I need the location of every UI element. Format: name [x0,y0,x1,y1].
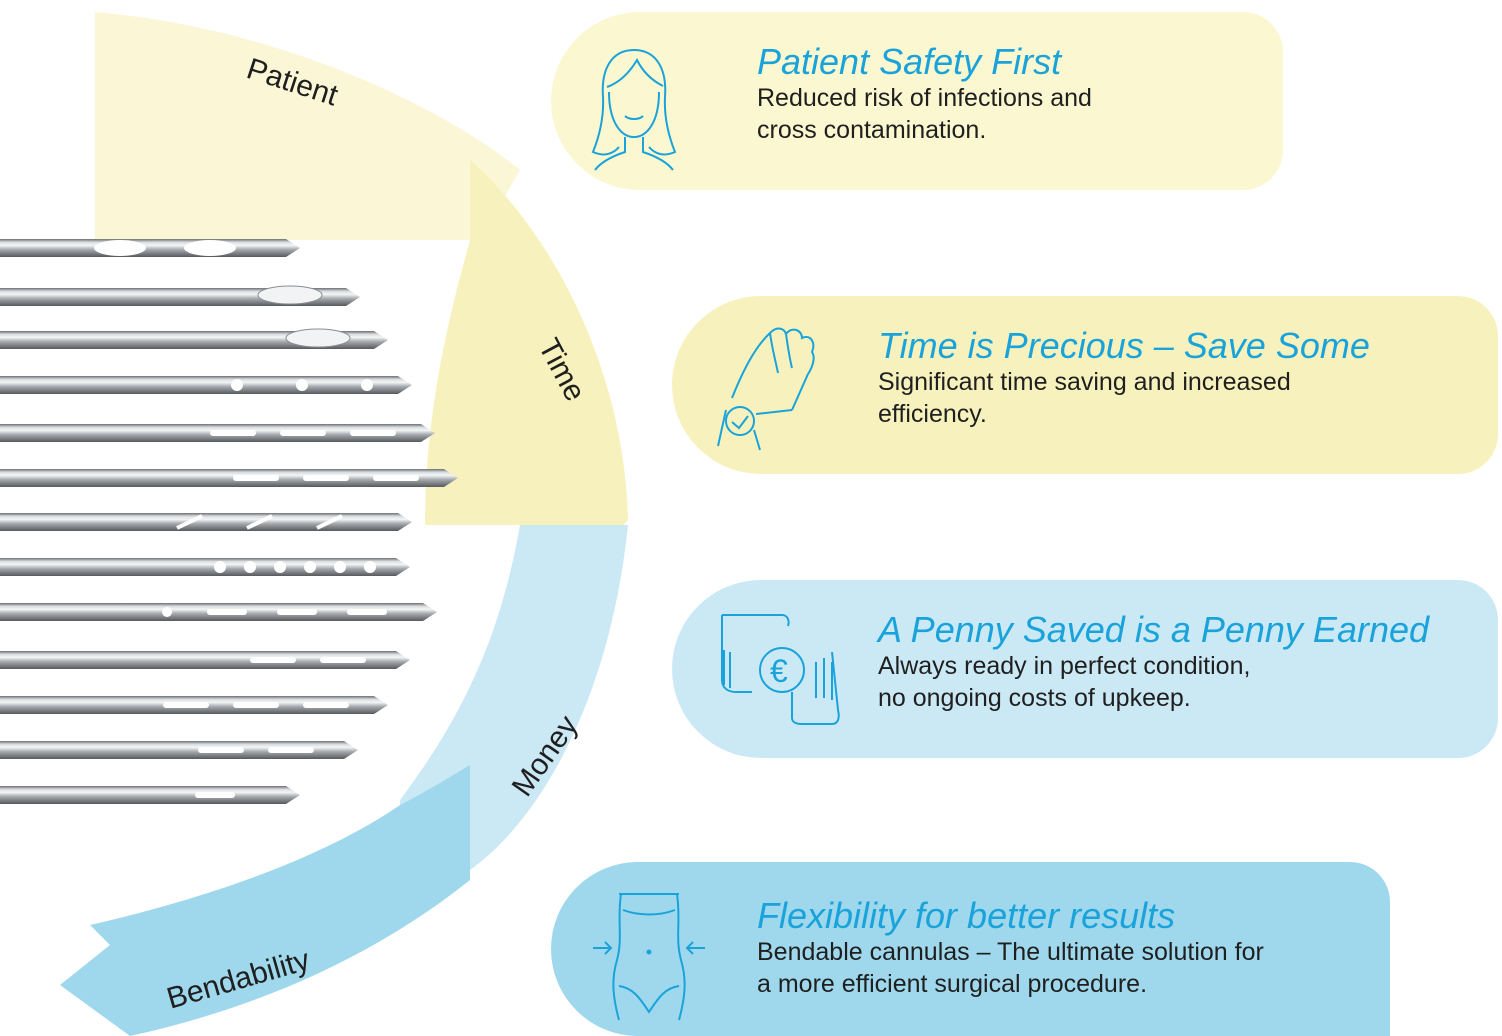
card-description-line: Significant time saving and increased [878,368,1291,396]
cannula-port [334,561,346,573]
cannula-port [244,561,256,573]
cannula-port [350,430,396,436]
cannula-port [233,702,279,708]
benefit-card-flexibility: Flexibility for better results Bendable … [551,862,1390,1036]
cannula [0,786,300,804]
cannula-port [231,379,243,391]
woman-face-icon [591,49,677,171]
card-description-line: no ongoing costs of upkeep. [878,684,1191,712]
card-description-line: Reduced risk of infections and [757,84,1092,112]
cannula-port [280,430,326,436]
euro-coin-hands-icon: € [721,614,840,725]
cannula-port [296,379,308,391]
cannula [0,513,412,531]
cannula-port [316,514,343,530]
cannula [0,558,410,576]
wristwatch-hand-icon [717,327,815,451]
cannula-port [303,702,349,708]
card-description-line: efficiency. [878,400,987,428]
cannula-port [257,285,323,305]
cannula-port [303,475,349,481]
cannula-port [176,514,203,530]
cannula-port [304,561,316,573]
cannula-port [361,379,373,391]
cannula-port [94,240,146,256]
cannula-port [163,702,209,708]
cannula-port [250,657,296,663]
cannula-port [373,475,419,481]
cannula [0,469,458,487]
time-band [425,160,628,580]
benefit-card-patient: Patient Safety First Reduced risk of inf… [551,12,1283,190]
card-description-line: a more efficient surgical procedure. [757,970,1148,998]
card-title: Time is Precious – Save Some [878,325,1370,366]
cannula-port [277,609,317,615]
cannula-port [214,561,226,573]
svg-text:€: € [770,653,788,689]
cannula-port [246,514,273,530]
cannula-port [320,657,366,663]
benefit-card-money: € A Penny Saved is a Penny Earned Always… [672,580,1498,758]
card-title: A Penny Saved is a Penny Earned [878,609,1430,650]
bendability-band [60,765,470,1036]
cannula-port [268,747,314,753]
card-description-line: Always ready in perfect condition, [878,652,1251,680]
cannula-port [364,561,376,573]
cannula-port [210,430,256,436]
card-title: Patient Safety First [757,41,1062,82]
waist-body-icon [593,893,705,1021]
cannula-port [198,747,244,753]
cannula-port [285,328,351,348]
cannula-port [347,609,387,615]
cannula-group [0,239,458,804]
cannula [0,741,358,759]
cannula [0,651,410,669]
card-description-line: cross contamination. [757,116,987,144]
cannula-port [207,609,247,615]
benefit-card-time: Time is Precious – Save Some Significant… [672,296,1498,474]
card-title: Flexibility for better results [757,895,1176,936]
cannula-port [162,607,172,617]
card-description-line: Bendable cannulas – The ultimate solutio… [757,938,1264,966]
cannula [0,239,300,257]
patient-band [95,12,520,240]
cannula [0,376,412,394]
cannula-port [233,475,279,481]
cannula-port [274,561,286,573]
cannula-port [195,792,235,798]
cannula-port [184,240,236,256]
